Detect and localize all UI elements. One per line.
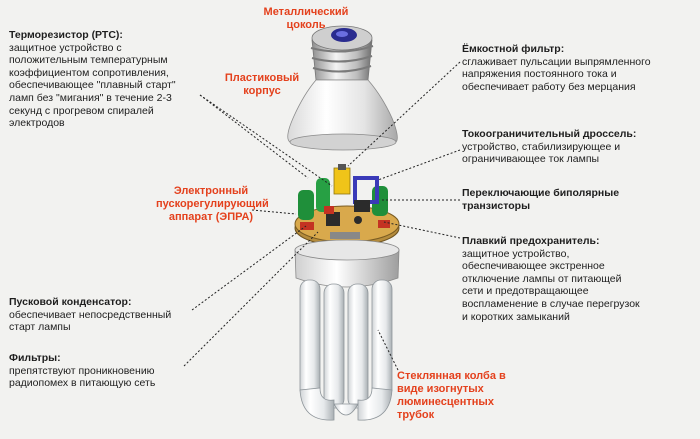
label-choke-title: Токоограничительный дроссель: bbox=[462, 128, 637, 140]
label-ballast-line: Электронный bbox=[173, 185, 249, 197]
label-thermistor-line: секунд с прогревом спиралей bbox=[9, 104, 154, 117]
label-fuse-line: воспламенение в случае перегрузок bbox=[462, 297, 640, 310]
label-transistors-line: транзисторы bbox=[462, 199, 531, 212]
leader-lines bbox=[183, 61, 461, 371]
label-choke-line: ограничивающее ток лампы bbox=[462, 153, 600, 166]
label-capacitive-filter: Ёмкостной фильтр: сглаживает пульсации в… bbox=[462, 43, 692, 93]
label-ballast-line: аппарат (ЭПРА) bbox=[168, 211, 254, 223]
label-capacitive-filter-line: напряжения постоянного тока и bbox=[462, 68, 617, 81]
label-thermistor-line: коэффициентом сопротивления, bbox=[9, 66, 169, 79]
label-transistors-title: Переключающие биполярные bbox=[462, 187, 620, 199]
label-choke: Токоограничительный дроссель: устройство… bbox=[462, 128, 692, 166]
plastic-body-shape bbox=[287, 79, 398, 151]
label-metal-cap-line: цоколь bbox=[286, 19, 326, 31]
label-thermistor-line: положительным температурным bbox=[9, 54, 168, 67]
label-capacitive-filter-line: обеспечивает работу без мерцания bbox=[462, 80, 636, 93]
ballast-board-shape bbox=[294, 164, 400, 247]
label-thermistor-line: обеспечивающее "плавный старт" bbox=[9, 79, 176, 92]
label-fuse-line: защитное устройство, bbox=[462, 247, 570, 260]
label-fuse-title: Плавкий предохранитель: bbox=[462, 235, 600, 247]
label-plastic-body-line: корпус bbox=[243, 85, 281, 97]
label-capacitive-filter-line: сглаживает пульсации выпрямленного bbox=[462, 55, 651, 68]
label-thermistor: Терморезистор (РТС): защитное устройство… bbox=[9, 29, 209, 130]
label-thermistor-line: защитное устройство с bbox=[9, 41, 122, 54]
label-filters-line: препятствуют проникновению bbox=[9, 364, 155, 377]
label-fuse-line: обеспечивающее экстренное bbox=[462, 260, 605, 273]
label-transistors: Переключающие биполярные транзисторы bbox=[462, 187, 692, 212]
label-fuse-line: и коротких замыканий bbox=[462, 310, 570, 323]
label-glass-tube-line: Стеклянная колба в bbox=[397, 370, 506, 382]
label-metal-cap: Металлический цоколь bbox=[256, 6, 356, 32]
glass-tubes-shape bbox=[299, 279, 393, 421]
label-thermistor-title: Терморезистор (РТС): bbox=[9, 29, 123, 41]
label-start-capacitor-title: Пусковой конденсатор: bbox=[9, 296, 132, 308]
label-glass-tube-line: виде изогнутых bbox=[397, 383, 484, 395]
label-fuse-line: сети и предотвращающее bbox=[462, 285, 589, 298]
tube-base-shape bbox=[294, 239, 400, 288]
label-start-capacitor-line: обеспечивает непосредственный bbox=[9, 308, 172, 321]
label-metal-cap-line: Металлический bbox=[263, 6, 349, 18]
metal-cap-shape bbox=[310, 25, 374, 81]
label-glass-tube-line: трубок bbox=[397, 409, 435, 421]
label-start-capacitor-line: старт лампы bbox=[9, 321, 71, 334]
label-filters-line: радиопомех в питающую сеть bbox=[9, 377, 156, 390]
label-fuse: Плавкий предохранитель: защитное устройс… bbox=[462, 235, 692, 323]
label-glass-tube: Стеклянная колба в виде изогнутых люмине… bbox=[397, 370, 537, 422]
label-thermistor-line: ламп без "мигания" в течение 2-3 bbox=[9, 91, 172, 104]
label-filters: Фильтры: препятствуют проникновению ради… bbox=[9, 352, 209, 390]
label-filters-title: Фильтры: bbox=[9, 352, 61, 364]
label-fuse-line: отключение лампы от питающей bbox=[462, 272, 622, 285]
label-thermistor-line: электродов bbox=[9, 117, 65, 130]
label-choke-line: устройство, стабилизирующее и bbox=[462, 140, 621, 153]
label-plastic-body-line: Пластиковый bbox=[224, 72, 300, 84]
label-glass-tube-line: люминесцентных bbox=[397, 396, 494, 408]
label-start-capacitor: Пусковой конденсатор: обеспечивает непос… bbox=[9, 296, 209, 334]
label-plastic-body: Пластиковый корпус bbox=[212, 72, 312, 98]
label-ballast: Электронный пускорегулирующий аппарат (Э… bbox=[156, 185, 269, 224]
label-ballast-line: пускорегулирующий bbox=[156, 198, 269, 210]
label-capacitive-filter-title: Ёмкостной фильтр: bbox=[462, 43, 565, 55]
